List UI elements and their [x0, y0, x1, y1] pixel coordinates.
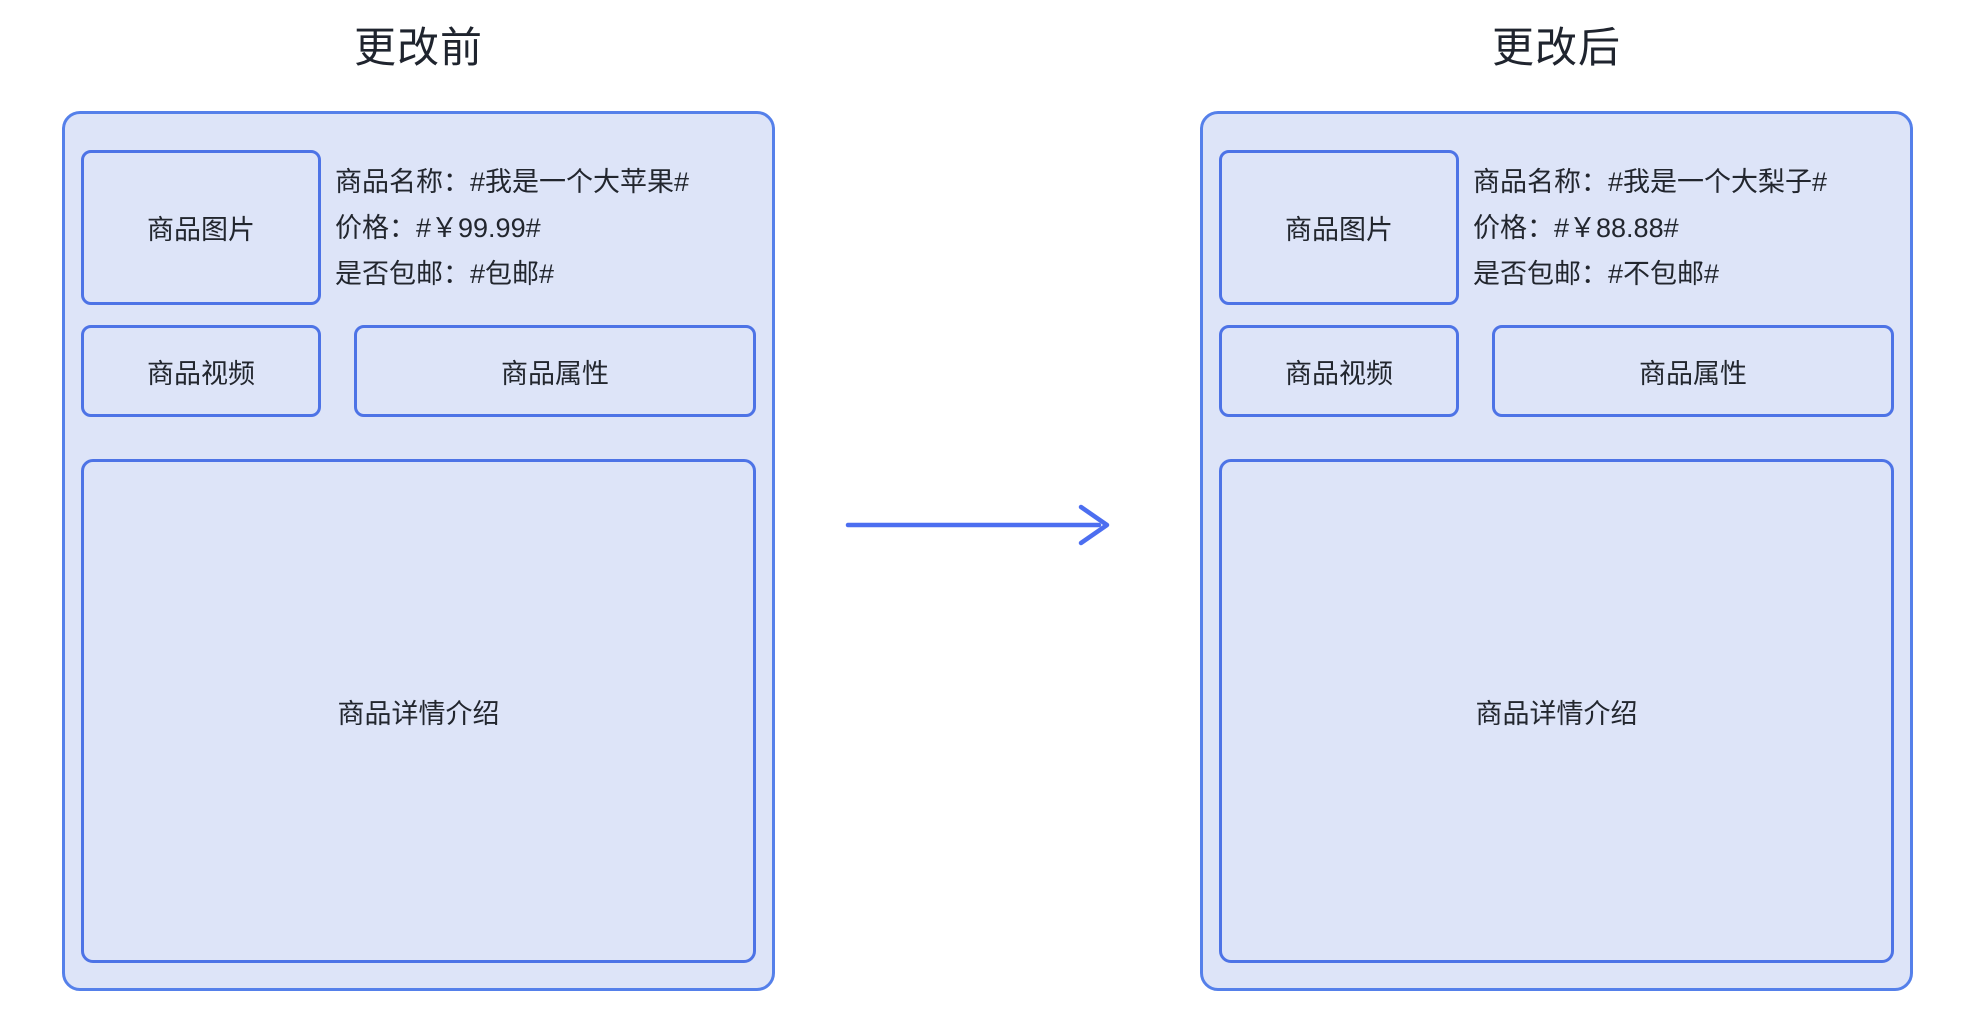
after-product-image-label: 商品图片 [1285, 215, 1393, 245]
transition-arrow [843, 502, 1123, 548]
after-title: 更改后 [1491, 24, 1621, 71]
after-product-shipping-line: 是否包邮：#不包邮# [1473, 258, 1720, 289]
after-product-attr-label: 商品属性 [1639, 358, 1747, 389]
after-product-detail-box: 商品详情介绍 [1219, 459, 1894, 963]
right-arrow-icon [845, 504, 1110, 546]
after-product-price-line: 价格：#￥88.88# [1473, 212, 1679, 243]
before-product-detail-label: 商品详情介绍 [337, 698, 500, 729]
after-product-attr-box: 商品属性 [1492, 325, 1894, 417]
after-product-name-line: 商品名称：#我是一个大梨子# [1473, 166, 1828, 197]
before-title: 更改前 [353, 24, 483, 71]
before-product-shipping-line: 是否包邮：#包邮# [335, 258, 555, 289]
before-product-video-label: 商品视频 [147, 358, 255, 389]
after-product-video-box: 商品视频 [1219, 325, 1459, 417]
before-product-name-line: 商品名称：#我是一个大苹果# [335, 166, 690, 197]
before-product-info: 商品名称：#我是一个大苹果# 价格：#￥99.99# 是否包邮：#包邮# [335, 150, 689, 305]
before-column: 更改前 商品图片 商品名称：#我是一个大苹果# 价格：#￥99.99# 是否包邮… [62, 18, 775, 991]
before-product-image-box: 商品图片 [81, 150, 321, 305]
before-top-row: 商品图片 商品名称：#我是一个大苹果# 价格：#￥99.99# 是否包邮：#包邮… [81, 150, 756, 305]
after-column: 更改后 商品图片 商品名称：#我是一个大梨子# 价格：#￥88.88# 是否包邮… [1200, 18, 1913, 991]
after-top-row: 商品图片 商品名称：#我是一个大梨子# 价格：#￥88.88# 是否包邮：#不包… [1219, 150, 1894, 305]
before-product-attr-box: 商品属性 [354, 325, 756, 417]
before-product-image-label: 商品图片 [147, 215, 255, 245]
after-middle-row: 商品视频 商品属性 [1219, 325, 1894, 417]
before-product-card: 商品图片 商品名称：#我是一个大苹果# 价格：#￥99.99# 是否包邮：#包邮… [62, 111, 775, 991]
after-product-image-box: 商品图片 [1219, 150, 1459, 305]
before-product-video-box: 商品视频 [81, 325, 321, 417]
after-product-info: 商品名称：#我是一个大梨子# 价格：#￥88.88# 是否包邮：#不包邮# [1473, 150, 1827, 305]
before-product-price-line: 价格：#￥99.99# [335, 212, 541, 243]
after-product-video-label: 商品视频 [1285, 358, 1393, 389]
before-product-detail-box: 商品详情介绍 [81, 459, 756, 963]
after-product-card: 商品图片 商品名称：#我是一个大梨子# 价格：#￥88.88# 是否包邮：#不包… [1200, 111, 1913, 991]
before-middle-row: 商品视频 商品属性 [81, 325, 756, 417]
after-product-detail-label: 商品详情介绍 [1475, 698, 1638, 729]
before-product-attr-label: 商品属性 [501, 358, 609, 389]
